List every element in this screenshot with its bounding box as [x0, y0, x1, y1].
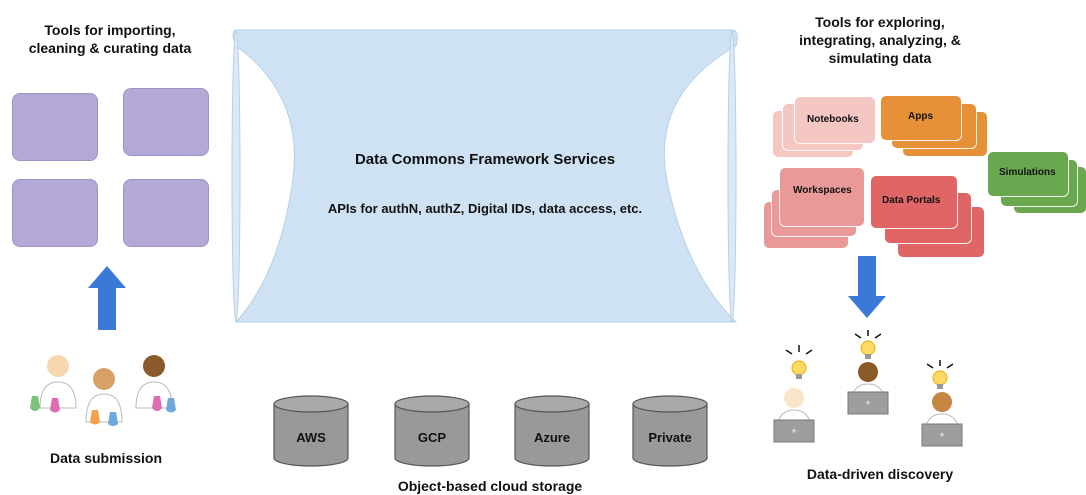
import-tool-box-2 — [123, 88, 209, 156]
discovery-people-icon: + + + — [773, 330, 963, 447]
import-tool-box-4 — [123, 179, 209, 247]
researcher-icon: + — [921, 360, 963, 447]
import-tool-box-3 — [12, 179, 98, 247]
right-title: Tools for exploring, integrating, analyz… — [770, 13, 990, 67]
cylinder-label: AWS — [296, 430, 326, 445]
scientist-icon — [30, 355, 77, 413]
data-portals-card: Data Portals — [871, 176, 957, 228]
svg-text:+: + — [791, 426, 796, 436]
import-tool-box-1 — [12, 93, 98, 161]
svg-text:+: + — [865, 398, 870, 408]
simulations-card: Simulations — [988, 152, 1068, 196]
azure-cylinder: Azure — [514, 395, 590, 467]
svg-text:+: + — [939, 430, 944, 440]
right-title-line1: Tools for exploring, — [815, 14, 945, 30]
notebooks-card: Notebooks — [795, 97, 875, 143]
right-title-line2: integrating, analyzing, & — [799, 32, 961, 48]
right-title-line3: simulating data — [828, 50, 932, 66]
left-title-line2: cleaning & curating data — [28, 40, 192, 56]
simulations-label: Simulations — [999, 167, 1056, 178]
up-arrow-icon — [88, 266, 126, 330]
left-title: Tools for importing, cleaning & curating… — [10, 21, 210, 57]
researcher-icon: + — [847, 330, 889, 415]
lightbulb-icon — [926, 360, 954, 389]
cylinder-label: GCP — [418, 430, 447, 445]
scientist-icon — [85, 368, 123, 426]
cylinder-label: Private — [648, 430, 691, 445]
apps-card: Apps — [881, 96, 961, 140]
private-cylinder: Private — [632, 395, 708, 467]
data-driven-discovery-label: Data-driven discovery — [806, 466, 954, 482]
notebooks-label: Notebooks — [807, 114, 859, 125]
framework-services-subtitle: APIs for authN, authZ, Digital IDs, data… — [327, 201, 643, 216]
framework-services-shape — [231, 29, 738, 323]
workspaces-label: Workspaces — [793, 185, 852, 196]
lightbulb-icon — [854, 330, 882, 359]
researcher-icon: + — [773, 345, 815, 443]
apps-label: Apps — [908, 111, 933, 122]
aws-cylinder: AWS — [273, 395, 349, 467]
gcp-cylinder: GCP — [394, 395, 470, 467]
left-title-line1: Tools for importing, — [44, 22, 176, 38]
scientist-icon — [135, 355, 176, 413]
cylinder-label: Azure — [534, 430, 570, 445]
down-arrow-icon — [848, 256, 886, 318]
data-submission-label: Data submission — [49, 450, 163, 466]
framework-services-title: Data Commons Framework Services — [354, 151, 616, 168]
data-portals-label: Data Portals — [882, 195, 941, 206]
workspaces-card: Workspaces — [780, 168, 864, 226]
lightbulb-icon — [785, 345, 813, 379]
scientists-icon — [30, 355, 176, 426]
cloud-storage-cylinders: AWS GCP Azure Private — [273, 395, 708, 467]
cloud-storage-label: Object-based cloud storage — [397, 478, 583, 494]
